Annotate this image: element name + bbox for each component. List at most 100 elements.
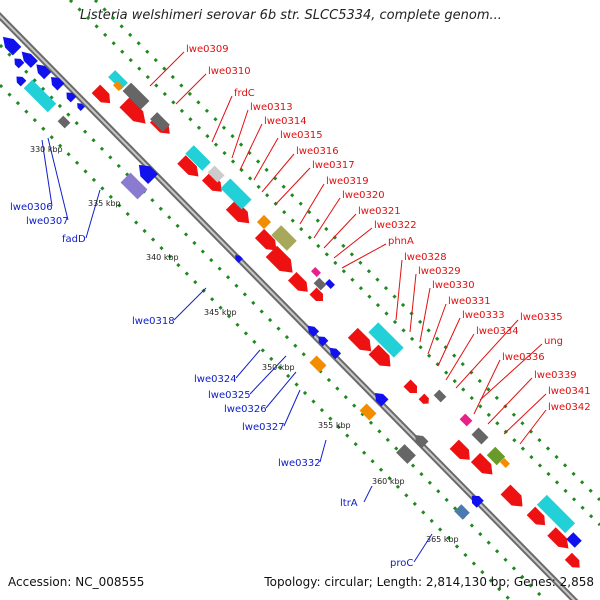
forward-feature-shape [500,458,510,468]
gene-label-forward: lwe0315 [280,130,323,141]
forward-feature [113,81,123,91]
reverse-feature-shape [57,115,71,129]
reverse-feature [309,355,327,373]
reverse-feature [57,115,71,129]
forward-cds [287,271,308,292]
leader-line [149,51,185,87]
forward-feature [207,165,225,183]
label-leaders [41,51,547,563]
gene-label-forward: lwe0314 [264,116,307,127]
reverse-cds [77,103,85,111]
reverse-cds-shape [14,58,25,69]
forward-feature-shape [486,446,506,466]
gene-labels: lwe0309lwe0310frdClwe0313lwe0314lwe0315l… [10,44,591,569]
gene-label-reverse: lwe0307 [26,216,69,227]
reverse-cds [471,495,484,508]
forward-cds-shape [119,97,146,124]
forward-cds [177,155,199,177]
gene-label-reverse: proC [390,558,413,569]
forward-cds-shape [347,327,372,352]
forward-cds [119,97,146,124]
forward-feature [459,413,473,427]
gene-label-reverse: lwe0324 [194,374,237,385]
gene-label-forward: ung [544,336,563,347]
kbp-tick-label: 345 kbp [204,308,237,317]
gene-label-reverse: ltrA [340,498,358,509]
reverse-cds [21,51,38,68]
leader-line [341,243,387,269]
leader-line [265,371,297,409]
forward-feature-shape [433,389,447,403]
reverse-feature [454,504,470,520]
forward-cds-shape [265,245,293,273]
forward-cds [347,327,372,352]
genome-backbone [0,12,579,600]
leader-line [173,287,207,321]
reverse-cds [14,58,25,69]
forward-feature [256,214,272,230]
dotted-track [68,0,600,527]
forward-cds [91,84,111,104]
reverse-cds-shape [21,51,38,68]
leader-line [235,349,261,379]
gene-label-forward: lwe0334 [476,326,519,337]
kbp-tick-label: 360 kbp [372,477,405,486]
forward-feature-shape [325,279,335,289]
forward-feature [108,70,128,90]
kbp-tick-label: 335 kbp [88,199,121,208]
forward-cds [449,439,470,460]
forward-cds-shape [225,199,250,224]
forward-feature [313,277,327,291]
forward-cds [403,379,418,394]
gene-label-forward: lwe0339 [534,370,577,381]
leader-line [175,73,207,105]
forward-feature-shape [536,494,576,534]
accession-text: Accession: NC_008555 [8,575,145,589]
forward-feature-shape [108,70,128,90]
gene-label-forward: lwe0317 [312,160,355,171]
forward-cds [368,344,391,367]
forward-feature [500,458,510,468]
leader-line [503,393,547,435]
reverse-feature [359,403,377,421]
leader-line [363,485,373,503]
reverse-feature [120,172,148,200]
reverse-feature [396,444,416,464]
leader-line [261,153,295,193]
gene-label-forward: lwe0341 [548,386,591,397]
reverse-cds-shape [36,64,52,80]
reverse-feature [23,79,57,113]
forward-feature-shape [150,112,170,132]
forward-cds-shape [254,228,277,251]
leader-line [455,319,519,389]
gene-label-forward: phnA [388,236,414,247]
forward-cds-shape [403,379,418,394]
forward-feature [325,279,335,289]
leader-line [409,273,417,333]
forward-cds-shape [547,527,569,549]
reverse-feature-shape [415,435,429,449]
forward-cds [225,199,250,224]
reverse-feature-shape [23,79,57,113]
leader-line [283,389,301,427]
reverse-cds [51,77,65,91]
forward-cds-shape [418,393,429,404]
reverse-feature [415,435,429,449]
forward-cds-shape [201,171,222,192]
dotted-track [0,83,512,600]
leader-line [299,183,325,225]
gene-label-reverse: lwe0318 [132,316,175,327]
leader-line [395,259,403,321]
reverse-cds-shape [66,92,77,103]
gene-label-forward: lwe0342 [548,402,591,413]
forward-cds-shape [287,271,308,292]
kbp-tick-label: 365 kbp [426,535,459,544]
reverse-cds [36,64,52,80]
reverse-cds-shape [77,103,85,111]
forward-feature [486,446,506,466]
forward-feature-shape [122,82,150,110]
forward-feature [122,82,150,110]
kbp-tick-label: 350 kbp [262,363,295,372]
